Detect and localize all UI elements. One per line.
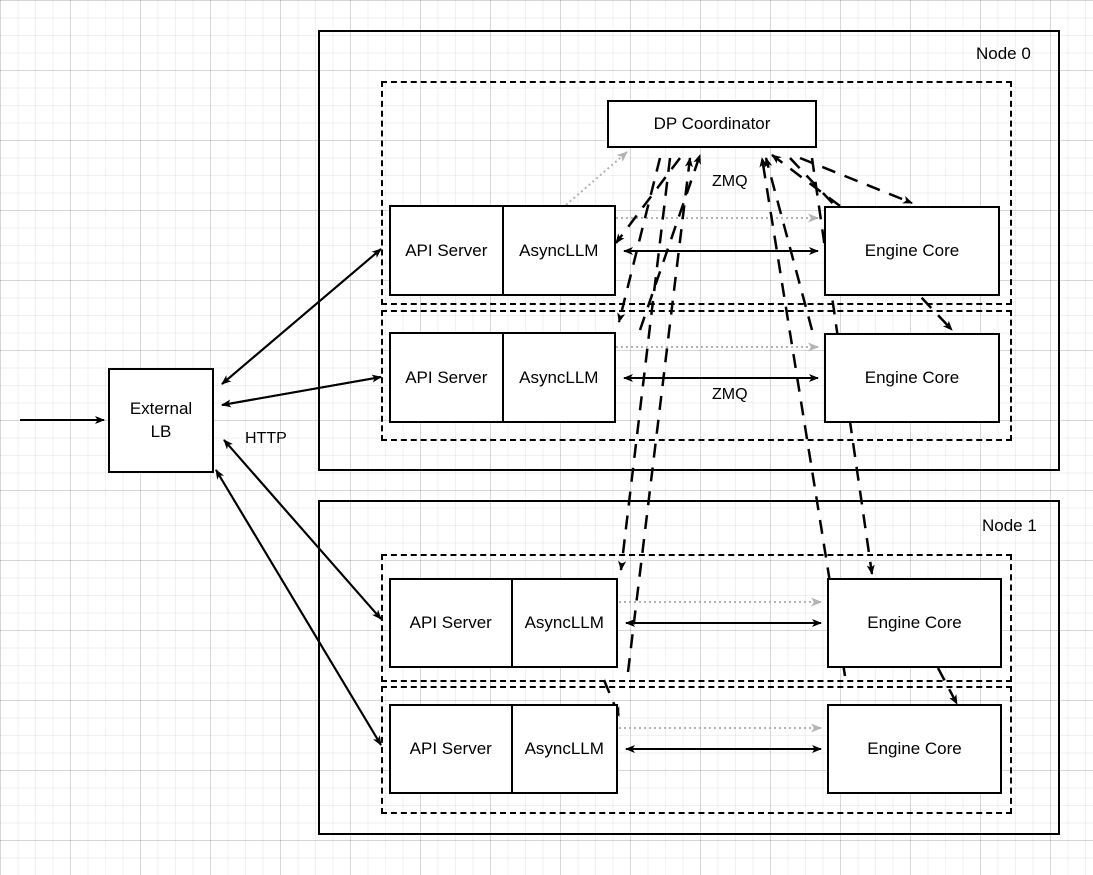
- async-llm-label: AsyncLLM: [519, 240, 599, 260]
- async-llm-label: AsyncLLM: [524, 739, 604, 758]
- api-server-label: API Server: [409, 613, 492, 632]
- engine-core-label: Engine Core: [864, 368, 960, 387]
- api-server-async-llm-n1r1[interactable]: API Server AsyncLLM: [389, 704, 618, 794]
- api-server-label: API Server: [405, 240, 488, 260]
- api-server-async-llm-n0r1[interactable]: API Server AsyncLLM: [389, 332, 616, 423]
- node-container-1: [318, 500, 1060, 835]
- dp-rank-group-n1r1: [381, 686, 1012, 814]
- async-llm-label: AsyncLLM: [519, 367, 599, 387]
- api-server-async-llm-n1r0[interactable]: API Server AsyncLLM: [389, 578, 618, 668]
- external-lb-label-line1: External: [129, 398, 193, 418]
- api-server-label: API Server: [405, 367, 488, 387]
- api-server-n1r1[interactable]: API Server: [391, 706, 513, 792]
- engine-core-n0r1[interactable]: Engine Core: [824, 333, 1000, 423]
- async-llm-n0r0[interactable]: AsyncLLM: [504, 207, 614, 294]
- external-lb-label-line2: LB: [150, 421, 172, 441]
- node-label-1: Node 1: [982, 516, 1037, 535]
- async-llm-n1r1[interactable]: AsyncLLM: [513, 706, 617, 792]
- async-llm-label: AsyncLLM: [524, 613, 604, 632]
- api-server-label: API Server: [409, 739, 492, 758]
- api-server-async-llm-n0r0[interactable]: API Server AsyncLLM: [389, 205, 616, 296]
- dp-coordinator-box[interactable]: DP Coordinator: [607, 100, 817, 148]
- engine-core-label: Engine Core: [864, 241, 960, 260]
- dp-rank-group-n1r0: [381, 554, 1012, 682]
- engine-core-label: Engine Core: [867, 613, 962, 632]
- external-lb-box[interactable]: External LB: [108, 368, 214, 473]
- http-label: HTTP: [245, 430, 287, 447]
- zmq-label-top: ZMQ: [712, 173, 748, 190]
- api-server-n0r0[interactable]: API Server: [391, 207, 504, 294]
- node-container-0: [318, 30, 1060, 471]
- node-label-0: Node 0: [976, 44, 1031, 63]
- async-llm-n0r1[interactable]: AsyncLLM: [504, 334, 614, 421]
- dp-rank-group-n0r0: [381, 81, 1012, 305]
- engine-core-n1r0[interactable]: Engine Core: [827, 578, 1002, 668]
- api-server-n0r1[interactable]: API Server: [391, 334, 504, 421]
- dp-rank-group-n0r1: [381, 310, 1012, 441]
- engine-core-n0r0[interactable]: Engine Core: [824, 206, 1000, 296]
- zmq-label-second: ZMQ: [712, 386, 748, 403]
- api-server-n1r0[interactable]: API Server: [391, 580, 513, 666]
- engine-core-label: Engine Core: [867, 739, 962, 758]
- dp-coordinator-label: DP Coordinator: [653, 114, 771, 133]
- engine-core-n1r1[interactable]: Engine Core: [827, 704, 1002, 794]
- async-llm-n1r0[interactable]: AsyncLLM: [513, 580, 617, 666]
